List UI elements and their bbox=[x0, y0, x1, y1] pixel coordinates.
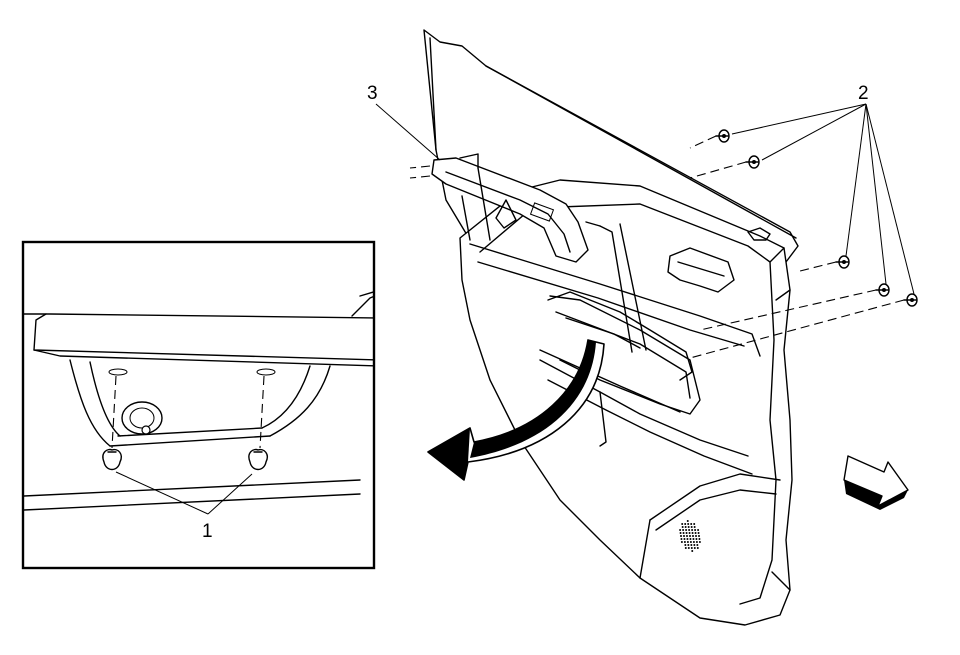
fastener-alignment-lines bbox=[409, 135, 905, 359]
callout-3-label: 3 bbox=[367, 83, 378, 104]
fastener-icon bbox=[745, 155, 760, 169]
fastener-icon bbox=[875, 283, 890, 297]
callout-2-leaders bbox=[731, 103, 915, 295]
callout-2-label: 2 bbox=[858, 83, 869, 104]
speaker-grille-icon bbox=[679, 520, 701, 552]
removal-arrow-icon bbox=[427, 339, 605, 481]
vehicle-forward-arrow-icon bbox=[843, 455, 909, 510]
door-trim-panel bbox=[423, 29, 799, 626]
fastener-icon bbox=[835, 255, 850, 269]
fastener-icon bbox=[715, 129, 730, 143]
fastener-icon bbox=[248, 448, 268, 471]
fastener-icon bbox=[903, 293, 918, 307]
detail-inset bbox=[21, 240, 376, 570]
fastener-icon bbox=[102, 448, 122, 471]
pull-handle-assembly bbox=[431, 153, 589, 263]
callout-1-label: 1 bbox=[202, 521, 213, 542]
callout-3-leader bbox=[375, 103, 441, 161]
